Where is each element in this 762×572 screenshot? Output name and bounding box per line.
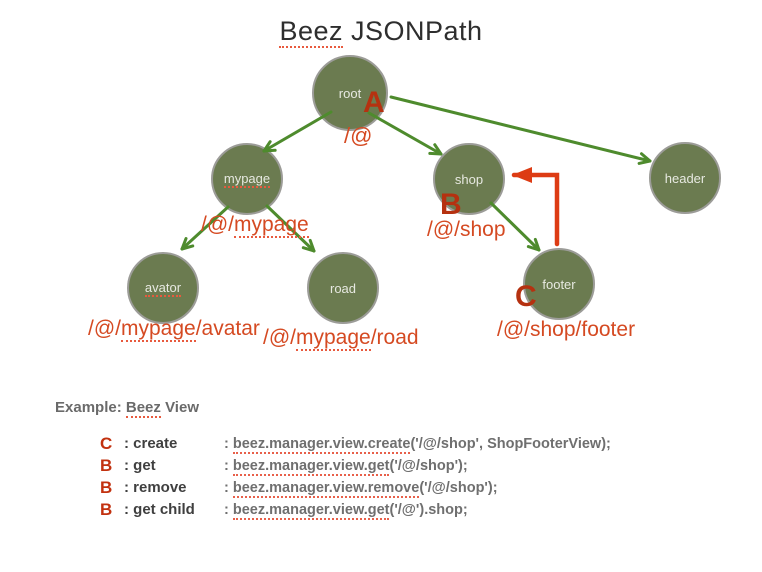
row-operation: : get child	[124, 501, 195, 518]
path-text: /@/shop	[427, 218, 506, 241]
annotation-letter-c: C	[515, 280, 537, 313]
node-label: road	[329, 280, 357, 296]
code-args: ('/@/shop');	[389, 458, 468, 474]
path-text: /avatar	[195, 317, 260, 340]
annotation-letter-a: A	[363, 86, 385, 119]
path-label-root: /@	[344, 123, 373, 148]
path-label-mypage: /@/mypage	[201, 213, 309, 238]
path-text: /@/shop/footer	[497, 318, 636, 341]
node-label: footer	[542, 276, 576, 292]
path-label-footer: /@/shop/footer	[497, 318, 635, 341]
heading-text: Example:	[55, 399, 126, 416]
path-text: /road	[370, 326, 419, 349]
code-method: beez.manager.view.get	[232, 502, 390, 520]
code-args: ('/@').shop;	[389, 502, 468, 518]
row-letter: C	[100, 434, 113, 453]
node-label: shop	[454, 171, 484, 187]
row-operation: : remove	[124, 479, 187, 496]
node-label: avator	[144, 279, 182, 297]
row-letter: B	[100, 478, 113, 497]
annotation-letter-b: B	[440, 188, 462, 221]
path-label-avatar: /@/mypage/avatar	[88, 317, 260, 342]
code-colon: :	[224, 458, 233, 474]
tree-node-mypage: mypage	[211, 143, 283, 215]
node-label: root	[338, 85, 362, 101]
row-letter: B	[100, 456, 113, 475]
path-text: /@/	[201, 213, 234, 236]
tree-node-header: header	[649, 142, 721, 214]
code-colon: :	[224, 480, 233, 496]
heading-word-beez: Beez	[125, 399, 161, 418]
code-method: beez.manager.view.get	[232, 458, 390, 476]
tree-node-avator: avator	[127, 252, 199, 324]
code-colon: :	[224, 502, 233, 518]
row-letter: B	[100, 500, 113, 519]
code-args: ('/@/shop');	[419, 480, 498, 496]
code-method: beez.manager.view.create	[232, 436, 411, 454]
tree-node-road: road	[307, 252, 379, 324]
path-text-underlined: mypage	[121, 317, 196, 342]
example-rows: C : create : beez.manager.view.create('/…	[100, 433, 611, 521]
node-label: mypage	[223, 170, 271, 188]
edge-root-shop	[367, 111, 443, 156]
row-operation: : get	[124, 457, 156, 474]
path-text-underlined: mypage	[234, 213, 309, 238]
edge-footer-shop-red-elbow	[511, 167, 560, 247]
code-args: ('/@/shop', ShopFooterView);	[410, 436, 611, 452]
row-code: : beez.manager.view.create('/@/shop', Sh…	[224, 433, 611, 455]
row-code: : beez.manager.view.get('/@/shop');	[224, 455, 611, 477]
title-rest: JSONPath	[342, 16, 483, 46]
path-text-underlined: mypage	[296, 326, 371, 351]
tree-node-footer: footer	[523, 248, 595, 320]
row-code: : beez.manager.view.remove('/@/shop');	[224, 477, 611, 499]
example-heading: Example: Beez View	[55, 399, 199, 418]
path-label-road: /@/mypage/road	[263, 326, 419, 351]
path-label-shop: /@/shop	[427, 218, 506, 241]
path-text: /@	[344, 123, 373, 148]
row-code: : beez.manager.view.get('/@').shop;	[224, 499, 611, 521]
title-word-beez: Beez	[279, 16, 343, 48]
path-text: /@/	[263, 326, 296, 349]
edge-root-header	[389, 95, 652, 165]
code-method: beez.manager.view.remove	[232, 480, 420, 498]
node-label: header	[664, 170, 706, 186]
row-operation: : create	[124, 435, 178, 452]
heading-text: View	[160, 399, 199, 416]
page-title: Beez JSONPath	[0, 16, 762, 48]
code-colon: :	[224, 436, 233, 452]
path-text: /@/	[88, 317, 121, 340]
